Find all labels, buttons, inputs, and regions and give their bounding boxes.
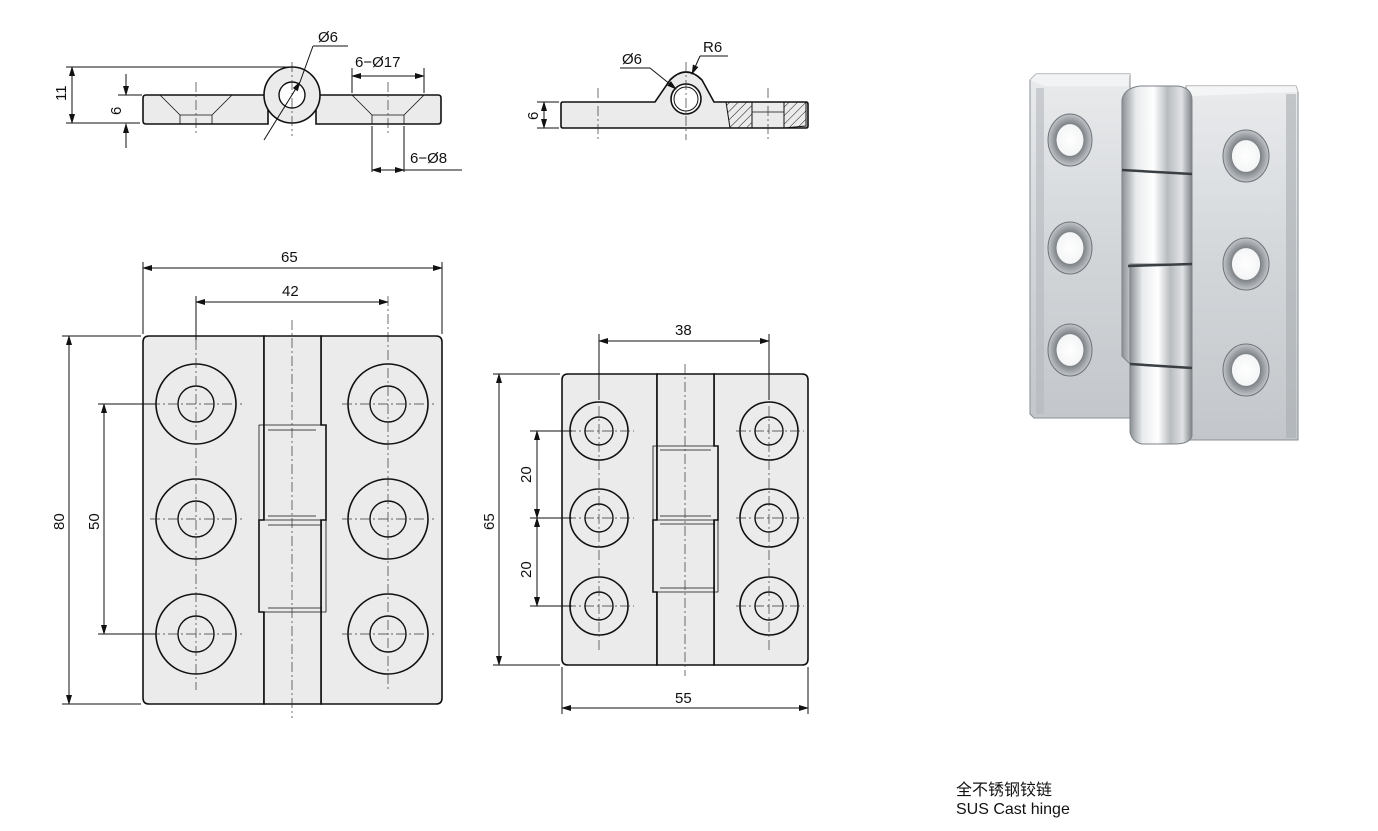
dim-height-80: 80: [51, 513, 68, 530]
product-caption: 全不锈钢铰链 SUS Cast hinge: [956, 781, 1070, 819]
dim-hole-spec: 6−Ø8: [410, 150, 447, 167]
dim-hole-span-50: 50: [86, 513, 103, 530]
dim-hole-span-38: 38: [675, 322, 692, 339]
dim-thickness-right: 6: [525, 112, 542, 120]
side-view-open-hinge: Ø6 6−Ø17 6−Ø8 11 6: [53, 29, 462, 173]
front-view-small: 38 65 20 20 55: [481, 322, 809, 714]
hinge-photo: [1029, 73, 1299, 445]
dim-total-height: 11: [53, 85, 70, 101]
dim-width-55: 55: [675, 690, 692, 707]
dim-hole-span-42: 42: [282, 283, 299, 300]
dim-countersink-spec: 6−Ø17: [355, 54, 400, 71]
dim-radius: R6: [703, 39, 722, 56]
side-view-closed-hinge: Ø6 R6 6: [525, 39, 809, 140]
dim-hole-dia-left: Ø6: [318, 29, 338, 46]
caption-english: SUS Cast hinge: [956, 801, 1070, 818]
dim-pitch-lower: 20: [518, 561, 535, 578]
dim-width-65: 65: [281, 249, 298, 266]
dim-height-65: 65: [481, 513, 498, 530]
caption-chinese: 全不锈钢铰链: [956, 782, 1053, 799]
dim-thickness-left: 6: [108, 107, 125, 115]
front-view-large: 65 42 80 50: [51, 249, 443, 718]
dim-hole-dia-right: Ø6: [622, 51, 642, 68]
dim-pitch-upper: 20: [518, 466, 535, 483]
